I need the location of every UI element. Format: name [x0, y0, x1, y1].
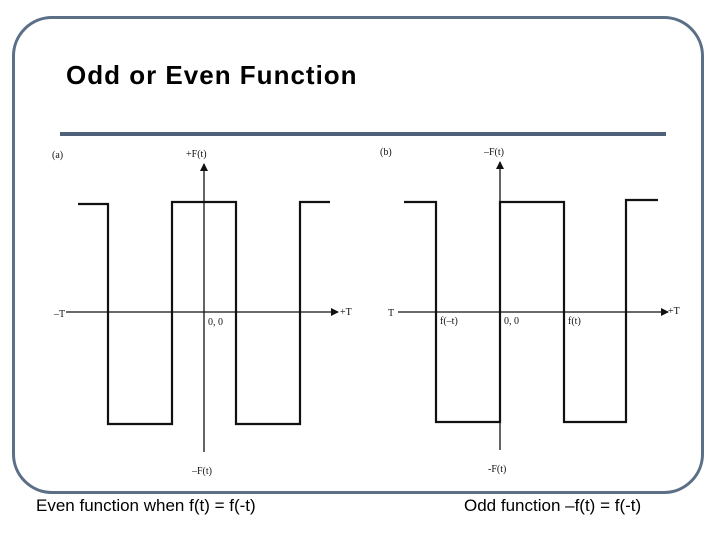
y-top-label-b: –F(t): [483, 147, 504, 158]
y-bottom-label-a: –F(t): [191, 466, 212, 477]
f-minus-t-label: f(–t): [440, 316, 458, 327]
x-right-label-a: +T: [340, 307, 352, 318]
y-top-label-a: +F(t): [186, 149, 207, 160]
graph-even: (a) +F(t) –F(t) –T +T 0, 0: [52, 149, 352, 477]
square-wave-even: [78, 200, 330, 426]
x-left-label-a: –T: [53, 309, 65, 320]
graph-odd: (b) –F(t) -F(t) T +T 0, 0 f(–t) f(t): [380, 147, 680, 475]
caption-even: Even function when f(t) = f(-t): [36, 496, 256, 515]
origin-label-a: 0, 0: [208, 317, 223, 328]
f-t-label: f(t): [568, 316, 581, 327]
caption-odd: Odd function –f(t) = f(-t): [464, 496, 642, 515]
y-bottom-label-b: -F(t): [488, 464, 506, 475]
slide-title: Odd or Even Function: [66, 60, 358, 90]
x-right-label-b: +T: [668, 306, 680, 317]
origin-label-b: 0, 0: [504, 316, 519, 327]
title-divider: [60, 132, 666, 136]
panel-label-b: (b): [380, 147, 392, 158]
square-wave-odd: [404, 198, 658, 424]
slide-frame: [12, 16, 704, 494]
x-left-label-b: T: [388, 308, 394, 319]
panel-label-a: (a): [52, 150, 63, 161]
